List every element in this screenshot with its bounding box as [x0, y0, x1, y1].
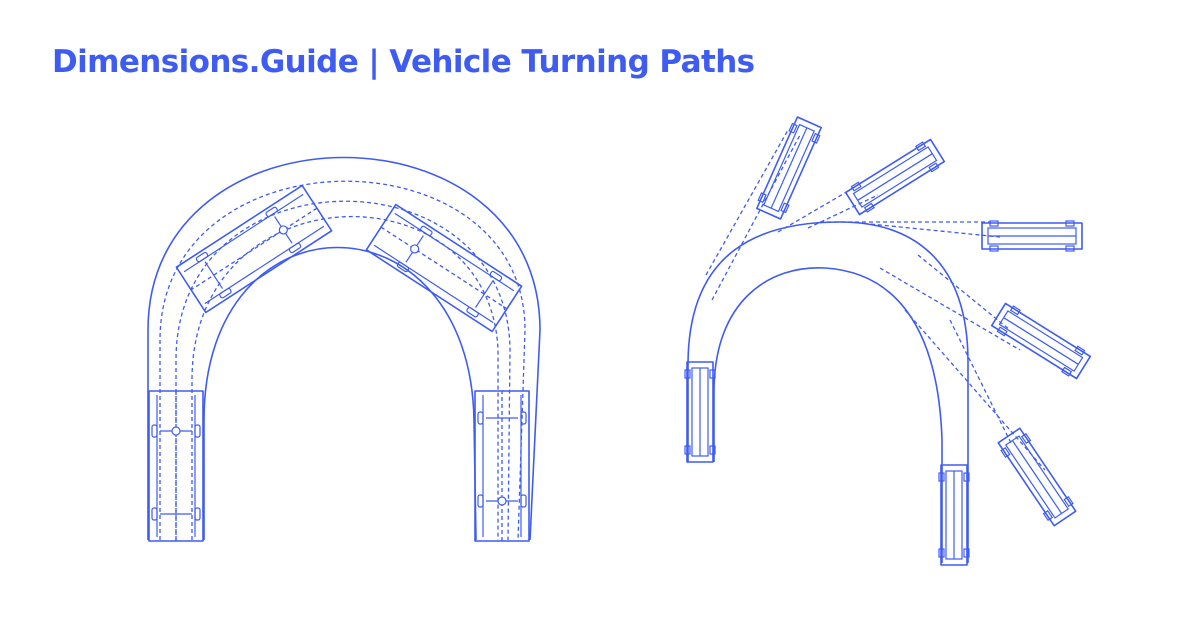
- wheel-path-mid: [175, 200, 511, 541]
- bus-position-3: [981, 220, 1083, 252]
- sweep-inner-line: [713, 267, 943, 563]
- u-turn-diagram: [147, 156, 541, 542]
- wheel-path-inner: [191, 215, 499, 540]
- turning-sweep-diagram: [684, 115, 1093, 566]
- bus-position-5: [995, 426, 1079, 528]
- car-turning-2: [365, 203, 523, 333]
- car-end: [474, 390, 530, 542]
- radial-guide-lines: [705, 129, 1046, 471]
- sweep-outer-line: [687, 221, 969, 563]
- bus-start: [684, 361, 716, 463]
- wheel-path-outer: [159, 180, 526, 541]
- inner-curb-line: [203, 246, 477, 541]
- bus-position-1: [754, 115, 824, 221]
- bus-position-4: [989, 300, 1093, 382]
- page-title: Dimensions.Guide | Vehicle Turning Paths: [52, 44, 755, 80]
- bus-end: [938, 464, 970, 566]
- bus-position-2: [843, 136, 947, 218]
- outer-curb-line: [147, 156, 541, 541]
